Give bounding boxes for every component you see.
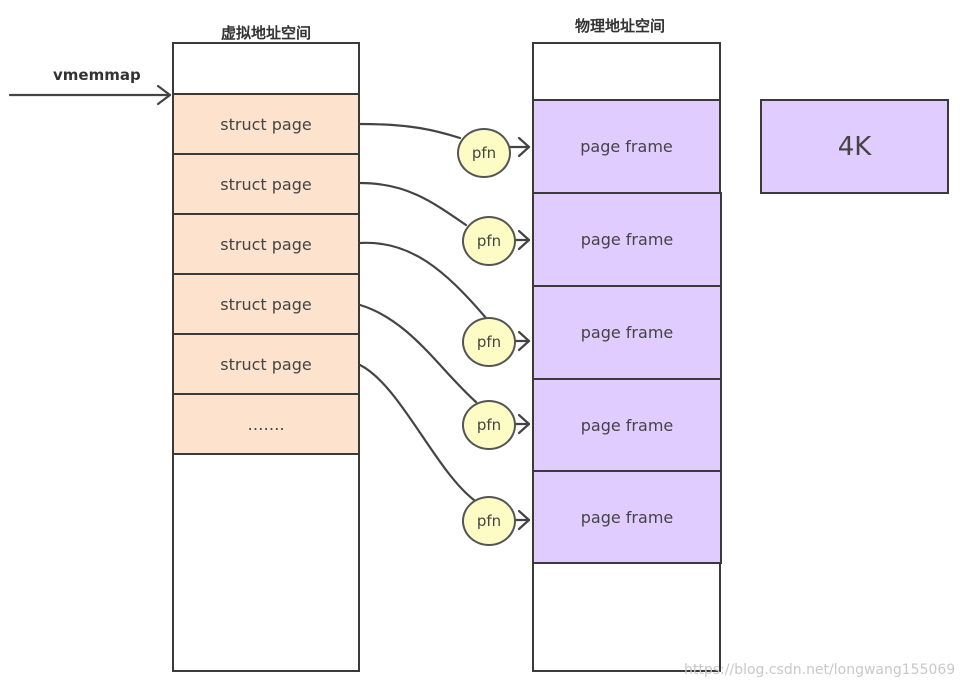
struct-to-pfn-connector	[358, 122, 462, 140]
struct-page-cell: struct page	[172, 273, 360, 335]
pfn-node: pfn	[457, 128, 511, 178]
pfn-to-frame-arrowhead	[517, 413, 531, 435]
page-frame-cell: page frame	[532, 285, 722, 380]
pfn-node: pfn	[462, 216, 516, 266]
page-frame-cell: page frame	[532, 378, 722, 472]
ellipsis-cell: …….	[172, 393, 360, 455]
virtual-space-title: 虚拟地址空间	[221, 24, 312, 42]
pfn-to-frame-arrowhead	[517, 330, 531, 352]
page-frame-cell: page frame	[532, 192, 722, 287]
page-frame-cell: page frame	[532, 99, 721, 194]
pfn-node: pfn	[462, 400, 516, 450]
vmemmap-label: vmemmap	[53, 66, 141, 84]
watermark-text: https://blog.csdn.net/longwang155069	[684, 662, 956, 678]
page-frame-cell: page frame	[532, 470, 722, 564]
pfn-node: pfn	[462, 317, 516, 367]
pfn-node: pfn	[462, 496, 516, 546]
physical-space-title: 物理地址空间	[575, 17, 666, 35]
page-size-box: 4K	[760, 99, 949, 194]
struct-to-pfn-connector	[358, 181, 468, 227]
pfn-to-frame-arrowhead	[517, 229, 531, 251]
struct-to-pfn-connector	[358, 363, 476, 502]
vmemmap-arrowhead	[156, 84, 172, 106]
struct-to-pfn-connector	[358, 303, 478, 404]
struct-page-cell: struct page	[172, 213, 360, 275]
struct-to-pfn-connector	[358, 241, 488, 320]
pfn-to-frame-arrowhead	[517, 509, 531, 531]
struct-page-cell: struct page	[172, 333, 360, 395]
pfn-to-frame-arrowhead	[517, 136, 531, 158]
